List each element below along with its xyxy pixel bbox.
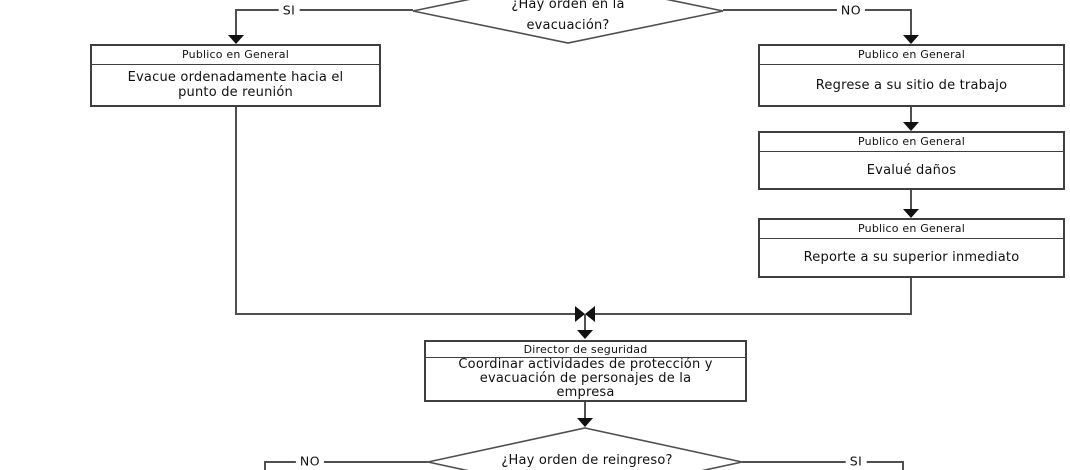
bottom-decision-diamond <box>427 427 743 470</box>
body-line: Evacue ordenadamente hacia el <box>127 70 344 85</box>
arrowhead-icon <box>228 35 244 44</box>
node-evaluate-damage: Publico en General Evalué daños <box>758 131 1065 190</box>
arrowhead-icon <box>577 330 593 339</box>
node-evacuate-body: Evacue ordenadamente hacia el punto de r… <box>92 65 379 105</box>
node-return-header: Publico en General <box>760 46 1063 65</box>
arrowhead-icon <box>903 122 919 131</box>
node-return-to-work: Publico en General Regrese a su sitio de… <box>758 44 1065 107</box>
body-line: Regrese a su sitio de trabajo <box>815 77 1008 93</box>
question-line: ¿Hay orden en la <box>511 0 625 12</box>
body-line: Reporte a su superior inmediato <box>803 250 1020 265</box>
node-coordinate-body: Coordinar actividades de protección y ev… <box>426 358 745 400</box>
node-evaluate-body: Evalué daños <box>760 152 1063 188</box>
node-coordinate: Director de seguridad Coordinar activida… <box>424 340 747 402</box>
edge-label-no-bottom: NO <box>295 453 325 469</box>
body-line: empresa <box>556 385 615 400</box>
edge-no-to-return <box>723 9 912 36</box>
edge-label-no-top: NO <box>836 2 866 18</box>
edge-si-to-evacuate <box>235 9 413 36</box>
body-line: Evalué daños <box>866 162 957 178</box>
arrowhead-icon <box>585 306 595 322</box>
arrowhead-icon <box>577 418 593 427</box>
node-evacuate-header: Publico en General <box>92 46 379 65</box>
node-report-body: Reporte a su superior inmediato <box>760 239 1063 276</box>
edge-label-si-top: SI <box>278 2 300 18</box>
top-decision-diamond <box>412 0 724 44</box>
node-report-header: Publico en General <box>760 220 1063 239</box>
arrowhead-icon <box>903 209 919 218</box>
node-evacuate: Publico en General Evacue ordenadamente … <box>90 44 381 107</box>
arrowhead-icon <box>903 35 919 44</box>
node-evaluate-header: Publico en General <box>760 133 1063 152</box>
edge-si-reingreso <box>742 461 904 470</box>
body-line: evacuación de personajes de la <box>479 371 692 386</box>
arrowhead-icon <box>575 306 585 322</box>
body-line: punto de reunión <box>178 85 293 100</box>
edge-label-si-bottom: SI <box>845 453 867 469</box>
node-report-superior: Publico en General Reporte a su superior… <box>758 218 1065 278</box>
top-decision-question: ¿Hay orden en la evacuación? <box>493 0 643 36</box>
question-line: evacuación? <box>526 18 610 33</box>
edge-report-to-merge <box>595 278 912 315</box>
edge-evacuate-to-merge <box>235 107 575 315</box>
node-return-body: Regrese a su sitio de trabajo <box>760 65 1063 105</box>
edge-no-reingreso <box>264 461 428 470</box>
bottom-decision-question: ¿Hay orden de reingreso? <box>501 453 673 468</box>
node-coordinate-header: Director de seguridad <box>426 342 745 358</box>
body-line: Coordinar actividades de protección y <box>458 357 713 372</box>
